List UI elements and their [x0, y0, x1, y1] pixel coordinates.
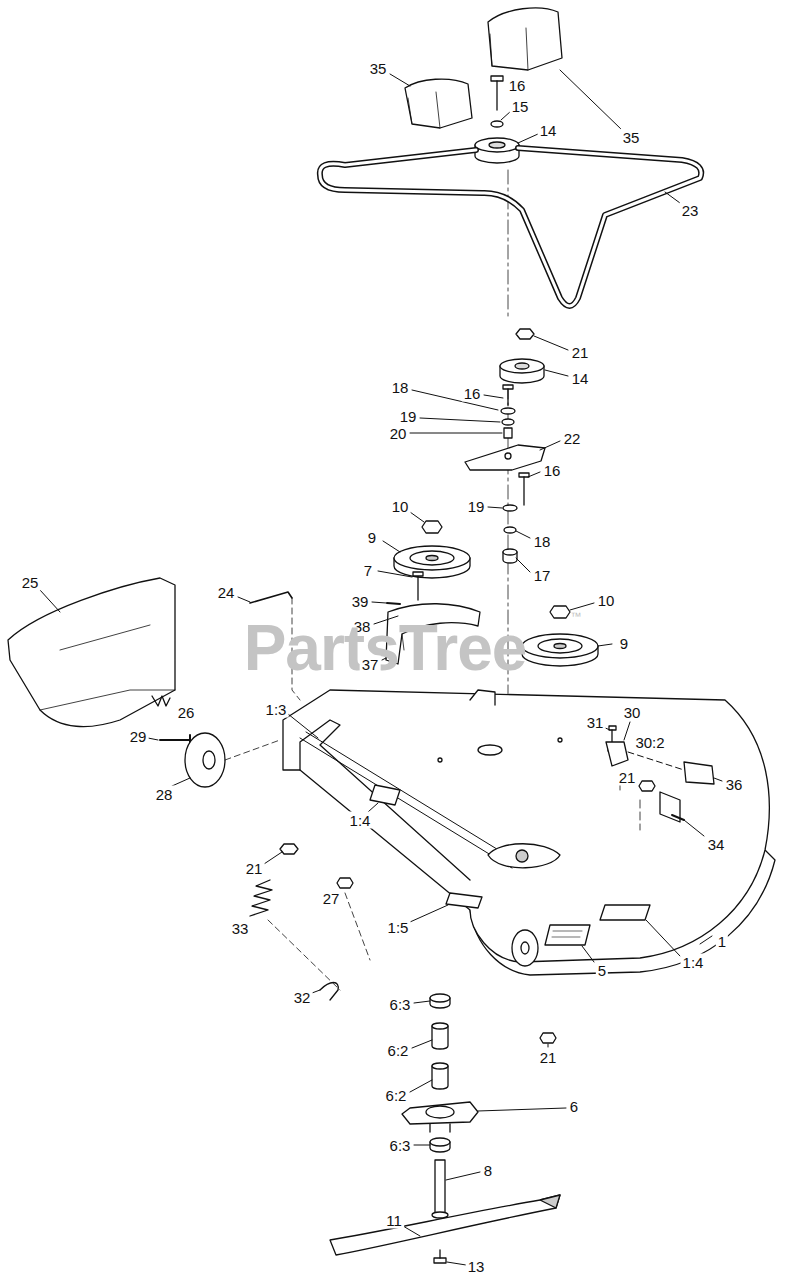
callout-number: 30: [622, 704, 643, 721]
callout-number: 22: [562, 430, 583, 447]
callout-number: 1:4: [681, 954, 706, 971]
callout-number: 15: [510, 98, 531, 115]
callout-number: 17: [532, 567, 553, 584]
callout-number: 10: [390, 498, 411, 515]
callout-number: 21: [538, 1049, 559, 1066]
callout-number: 6:3: [388, 996, 413, 1013]
callout-number: 23: [680, 202, 701, 219]
callout-number: 32: [292, 989, 313, 1006]
callout-number: 37: [360, 656, 381, 673]
callout-number: 25: [20, 574, 41, 591]
callout-number: 26: [176, 704, 197, 721]
callout-number: 18: [532, 533, 553, 550]
callout-number: 16: [542, 462, 563, 479]
callout-number: 16: [462, 385, 483, 402]
callout-number: 13: [466, 1258, 487, 1275]
callout-number: 11: [384, 1212, 404, 1229]
callout-number: 28: [154, 786, 175, 803]
callout-number: 16: [507, 77, 528, 94]
callout-number: 1:4: [348, 812, 373, 829]
callout-number: 6:3: [388, 1137, 413, 1154]
callout-number: 21: [570, 344, 591, 361]
callout-number: 1: [716, 933, 728, 950]
callout-number: 19: [466, 498, 487, 515]
callout-number: 1:3: [264, 701, 289, 718]
callout-number: 1:5: [386, 919, 411, 936]
callout-number: 27: [321, 890, 342, 907]
callout-number: 34: [706, 836, 727, 853]
callout-number: 33: [230, 920, 251, 937]
callout-number: 19: [398, 408, 419, 425]
callout-number: 21: [244, 860, 265, 877]
trademark-mark: ™: [569, 610, 584, 622]
callout-number: 21: [617, 769, 638, 786]
callout-number: 24: [216, 584, 237, 601]
callout-number: 35: [368, 60, 389, 77]
callout-number: 14: [570, 370, 591, 387]
callout-number: 20: [388, 425, 409, 442]
callout-number: 6:2: [384, 1087, 409, 1104]
callout-number: 36: [724, 776, 745, 793]
callout-number: 6: [568, 1098, 580, 1115]
callout-number: 30:2: [633, 734, 666, 751]
watermark: PartsTree: [242, 613, 529, 683]
callout-number: 7: [362, 562, 374, 579]
callout-number: 35: [621, 129, 642, 146]
callout-number: 14: [538, 122, 559, 139]
callout-number: 9: [366, 529, 378, 546]
callout-number: 9: [618, 635, 630, 652]
callout-number: 39: [350, 593, 371, 610]
callout-number: 31: [585, 714, 606, 731]
callout-number: 5: [596, 962, 608, 979]
callout-number: 29: [128, 728, 149, 745]
callout-number: 6:2: [386, 1042, 411, 1059]
callout-number: 18: [390, 379, 411, 396]
callout-number: 8: [482, 1162, 494, 1179]
callout-number: 10: [596, 592, 617, 609]
